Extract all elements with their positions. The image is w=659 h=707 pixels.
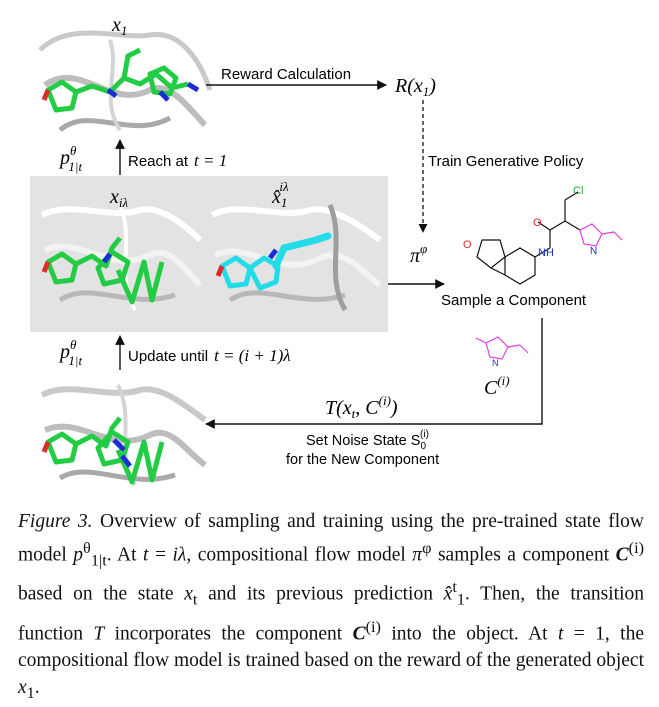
protein-image-final [38, 30, 213, 133]
component-label: C(i) [484, 373, 510, 399]
molecule-chlorine: Cl [573, 185, 583, 197]
reward-function-label: R(x1) [394, 75, 436, 99]
train-policy-label: Train Generative Policy [428, 153, 584, 170]
set-noise-label: Set Noise State S0(i) [306, 429, 429, 452]
new-component-label: for the New Component [286, 452, 439, 468]
molecule-oxygen-2: O [533, 217, 542, 229]
figure-caption: Figure 3. Overview of sampling and train… [18, 511, 644, 703]
component-nitrogen: N [492, 358, 499, 368]
component-fragment [475, 336, 529, 360]
reward-calculation-label: Reward Calculation [221, 66, 351, 83]
molecule-structure [476, 191, 581, 285]
transition-arrow [205, 318, 543, 429]
predicted-state-label: x̂1iλ [271, 179, 289, 210]
protein-image-prediction [210, 204, 382, 312]
final-state-label: x1 [111, 14, 127, 38]
component-fragment-attached [579, 223, 623, 247]
molecule-amine: NH [538, 247, 554, 259]
figure-label: Figure 3. [18, 511, 93, 532]
molecule-oxygen-1: O [463, 239, 472, 251]
protein-image-intermediate [40, 204, 203, 311]
policy-label: πφ [410, 241, 427, 267]
transition-label: T(xt, C(i)) [325, 393, 398, 421]
protein-image-next [40, 384, 207, 487]
overview-diagram: x1 Reward Calculation R(x1) Train Genera… [30, 14, 623, 487]
molecule-nitrogen: N [590, 246, 597, 257]
sample-component-label: Sample a Component [441, 292, 587, 309]
current-state-label: xiλ [109, 186, 129, 210]
